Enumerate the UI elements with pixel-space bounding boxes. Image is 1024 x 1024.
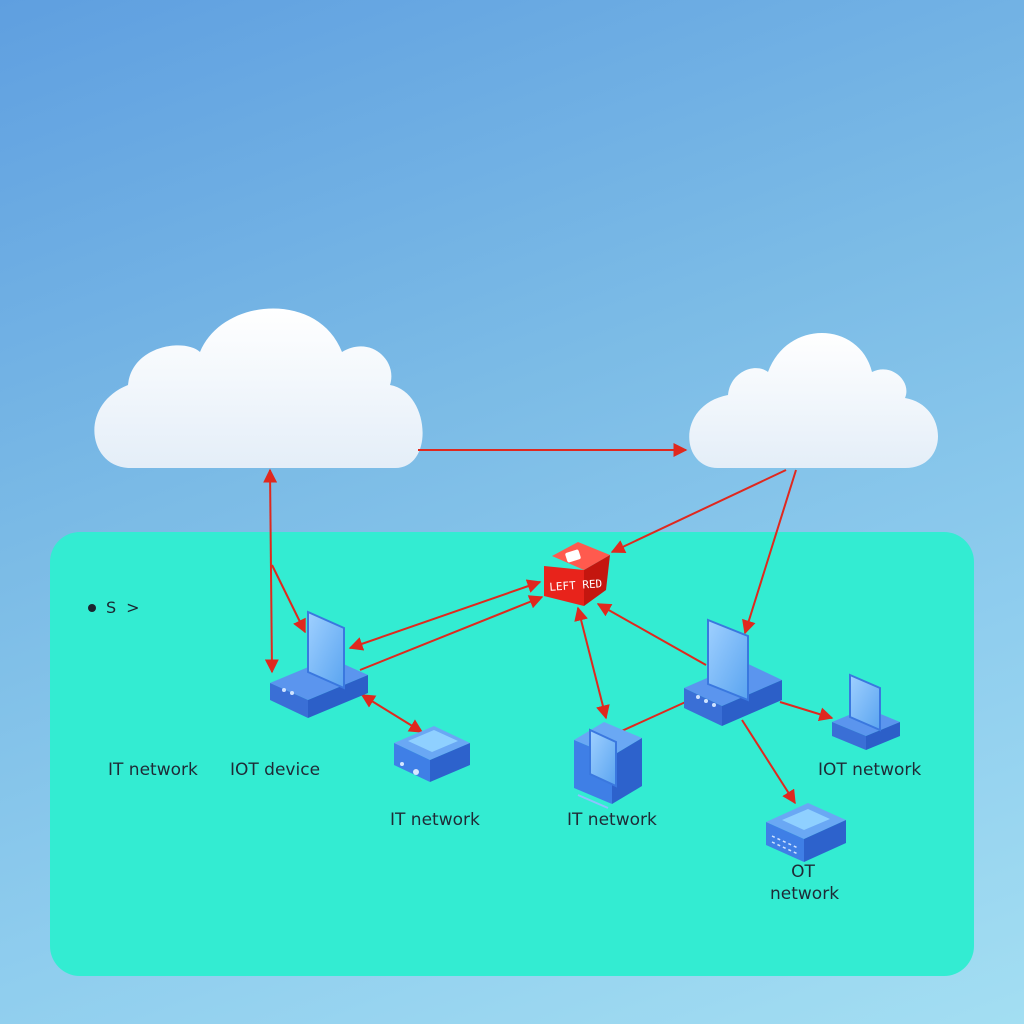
chevron-right-icon[interactable]: >	[126, 598, 140, 617]
link-router-server-left-b	[359, 595, 544, 671]
breadcrumb[interactable]: S >	[88, 598, 140, 617]
link-server-right-ot	[741, 719, 796, 805]
link-router-server-left-a	[348, 579, 542, 651]
link-rightcloud-router	[610, 469, 787, 553]
label-it-network-mid: IT network	[390, 810, 480, 830]
label-ot-network: OT network	[770, 861, 840, 905]
label-iot-device: IOT device	[230, 760, 321, 780]
breadcrumb-label[interactable]: S	[106, 598, 117, 617]
link-rightcloud-server-right	[742, 469, 797, 635]
server-left-icon[interactable]	[270, 610, 368, 718]
label-ot-line1: OT	[791, 862, 815, 882]
device-iot-icon[interactable]	[832, 673, 900, 750]
label-it-network-center: IT network	[567, 810, 657, 830]
device-ot-icon[interactable]	[766, 803, 846, 862]
label-it-network-left: IT network	[108, 760, 198, 780]
link-router-center	[574, 606, 610, 720]
server-right-icon[interactable]	[684, 618, 782, 726]
link-server-right-center	[614, 699, 691, 735]
link-server-right-iot	[779, 701, 834, 721]
bullet-icon	[88, 603, 96, 612]
link-router-server-right	[596, 603, 707, 666]
link-cloud-server-left	[263, 468, 279, 674]
device-center-icon[interactable]	[574, 722, 642, 809]
network-zone-panel	[50, 532, 974, 976]
connections	[263, 443, 834, 805]
label-ot-line2: network	[770, 884, 840, 904]
left-cloud-icon	[94, 308, 423, 468]
right-cloud-icon	[689, 332, 939, 468]
label-iot-network: IOT network	[818, 760, 922, 780]
link-server-left-mid	[360, 694, 424, 733]
link-cloud-server-left-b	[271, 564, 306, 634]
device-mid-icon[interactable]	[394, 726, 470, 782]
router-icon[interactable]: LEFT RED	[544, 542, 610, 606]
router-label: LEFT RED	[549, 577, 603, 594]
